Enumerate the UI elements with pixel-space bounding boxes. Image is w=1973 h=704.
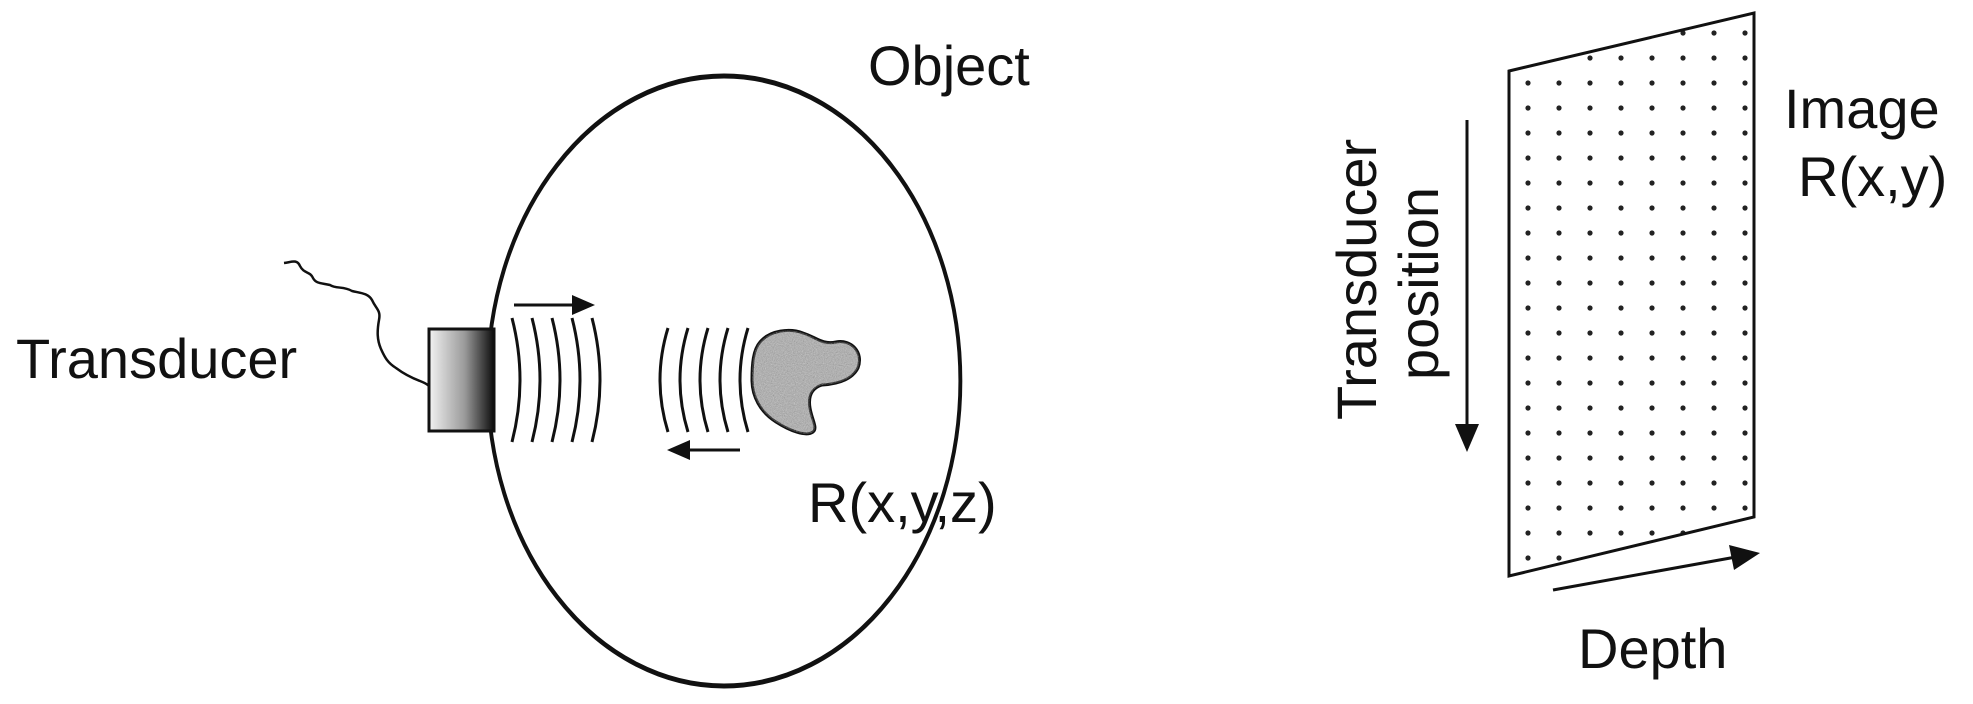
transducer-position-label-line2: position xyxy=(1387,187,1450,380)
echo-arrow xyxy=(667,440,740,460)
reflector-blob-icon xyxy=(750,328,861,436)
image-plane xyxy=(1507,11,1756,578)
transducer-position-arrow xyxy=(1455,120,1479,452)
image-label-line1: Image xyxy=(1784,77,1940,140)
transducer-probe-icon xyxy=(427,327,496,433)
transducer-cable xyxy=(283,260,430,387)
transducer-position-label-line1: Transducer xyxy=(1325,139,1388,420)
transmit-arrow xyxy=(514,295,595,315)
echo-wavefronts xyxy=(658,327,750,433)
outgoing-wavefronts xyxy=(510,317,602,443)
transducer-label: Transducer xyxy=(16,327,297,390)
image-panel: Transducer position Image R(x,y) Depth xyxy=(1325,11,1947,680)
object-scan-panel: Object Transducer xyxy=(16,34,1030,689)
reflectivity-label: R(x,y,z) xyxy=(808,471,997,534)
depth-label: Depth xyxy=(1578,617,1727,680)
depth-arrow xyxy=(1552,545,1760,592)
object-label: Object xyxy=(868,34,1030,97)
image-label-line2: R(x,y) xyxy=(1798,145,1947,208)
